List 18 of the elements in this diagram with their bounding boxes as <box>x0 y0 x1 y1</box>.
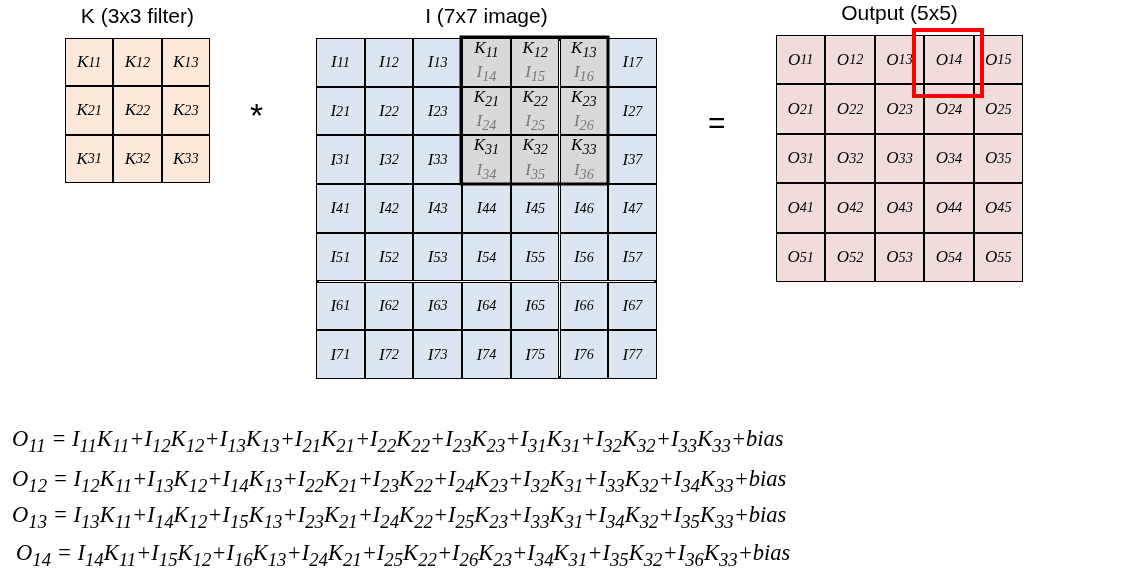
matrix-cell: K$_{32}$ I$_{35}$ <box>510 135 560 185</box>
matrix-title: I (7x7 image) <box>424 4 549 28</box>
matrix-cell: K$_{31}$ I$_{34}$ <box>462 135 511 185</box>
equation: O$_{14}$ = I$_{14}$K$_{11}$+I$_{15}$K$_{12}$+I$_{16}$K$_{13}$+I$_{24}$K$_{21}$+I$_{25}$K$_{22}$+I$_{26}$K$_{23}$+I$_{34}$K$_{31}$+I$_{35}$K$_{32}$+I$_{36}$K$_{33}$+bias <box>16 540 791 571</box>
matrix-title: Output (5x5) <box>840 1 959 25</box>
matrix-cell: K$_{12}$ I$_{15}$ <box>510 38 560 87</box>
matrix-cell: K$_{33}$ I$_{36}$ <box>559 135 609 185</box>
matrix-cell: K$_{22}$ I$_{25}$ <box>510 86 560 136</box>
matrix-cell: K$_{13}$ I$_{16}$ <box>559 38 609 87</box>
matrix-cell: K$_{21}$ I$_{24}$ <box>462 86 511 136</box>
matrix-cell: K$_{11}$ I$_{14}$ <box>462 38 511 87</box>
equation: O$_{11}$ = I$_{11}$K$_{11}$+I$_{12}$K$_{12}$+I$_{13}$K$_{13}$+I$_{21}$K$_{21}$+I$_{22}$K$_{22}$+I$_{23}$K$_{23}$+I$_{31}$K$_{31}$+I$_{32}$K$_{32}$+I$_{33}$K$_{33}$+bias <box>12 426 784 457</box>
matrix-cell: K$_{23}$ I$_{26}$ <box>559 86 609 136</box>
matrix-title: K (3x3 filter) <box>79 4 196 28</box>
equation: O$_{13}$ = I$_{13}$K$_{11}$+I$_{14}$K$_{12}$+I$_{15}$K$_{13}$+I$_{23}$K$_{21}$+I$_{24}$K$_{22}$+I$_{25}$K$_{23}$+I$_{33}$K$_{31}$+I$_{34}$K$_{32}$+I$_{35}$K$_{33}$+bias <box>12 502 787 533</box>
operator-symbol: = <box>708 106 726 140</box>
equation: O$_{12}$ = I$_{12}$K$_{11}$+I$_{13}$K$_{12}$+I$_{14}$K$_{13}$+I$_{22}$K$_{21}$+I$_{23}$K$_{22}$+I$_{24}$K$_{23}$+I$_{32}$K$_{31}$+I$_{33}$K$_{32}$+I$_{34}$K$_{33}$+bias <box>12 466 787 497</box>
operator-symbol: * <box>250 96 264 135</box>
